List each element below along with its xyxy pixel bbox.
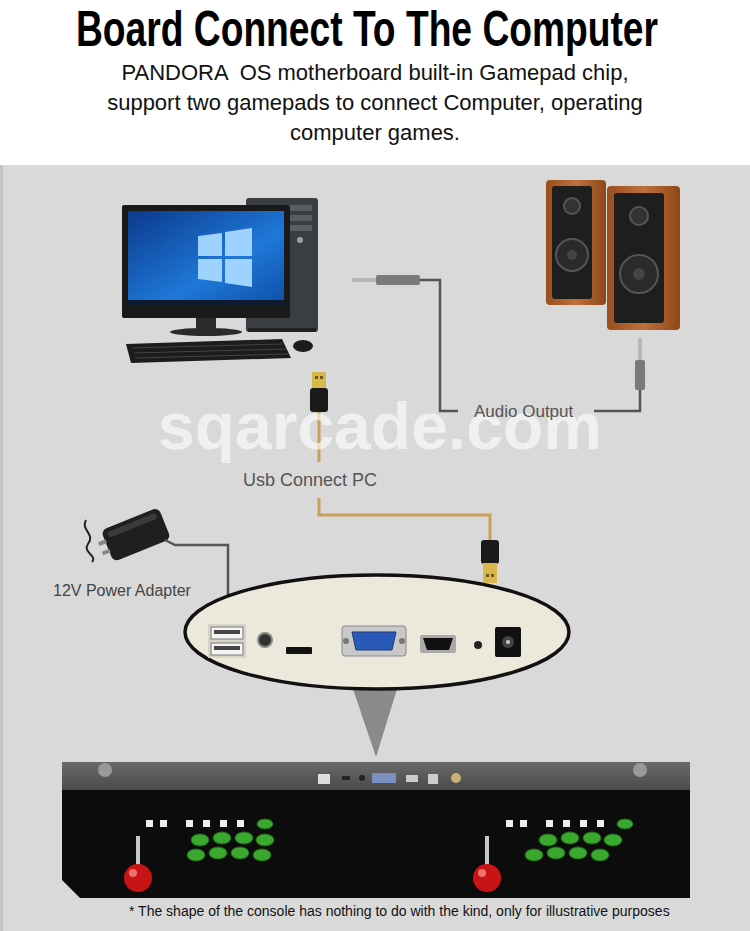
device-label: 12V Power Adapter xyxy=(53,581,191,600)
wire-label: Audio Output xyxy=(474,402,573,422)
audio-plug-pc xyxy=(352,275,420,285)
audio-plug-speaker xyxy=(635,338,645,390)
callout-pointer xyxy=(352,686,398,757)
wire-label: Usb Connect PC xyxy=(243,470,377,491)
ground-edge xyxy=(0,165,3,931)
audio-wire xyxy=(420,280,640,411)
usb-plug-bottom xyxy=(481,540,499,583)
diagram-ground xyxy=(0,165,750,931)
speakers xyxy=(546,180,680,330)
pc-keyboard xyxy=(126,339,313,363)
arcade-console xyxy=(62,762,690,898)
pc-monitor xyxy=(122,205,290,336)
port-panel-zoom xyxy=(185,575,569,689)
footnote: * The shape of the console has nothing t… xyxy=(129,903,670,920)
subtitle-text: PANDORA OS motherboard built-in Gamepad … xyxy=(95,58,655,148)
page-title: Board Connect To The Computer xyxy=(76,4,658,54)
header-ground xyxy=(0,0,750,165)
